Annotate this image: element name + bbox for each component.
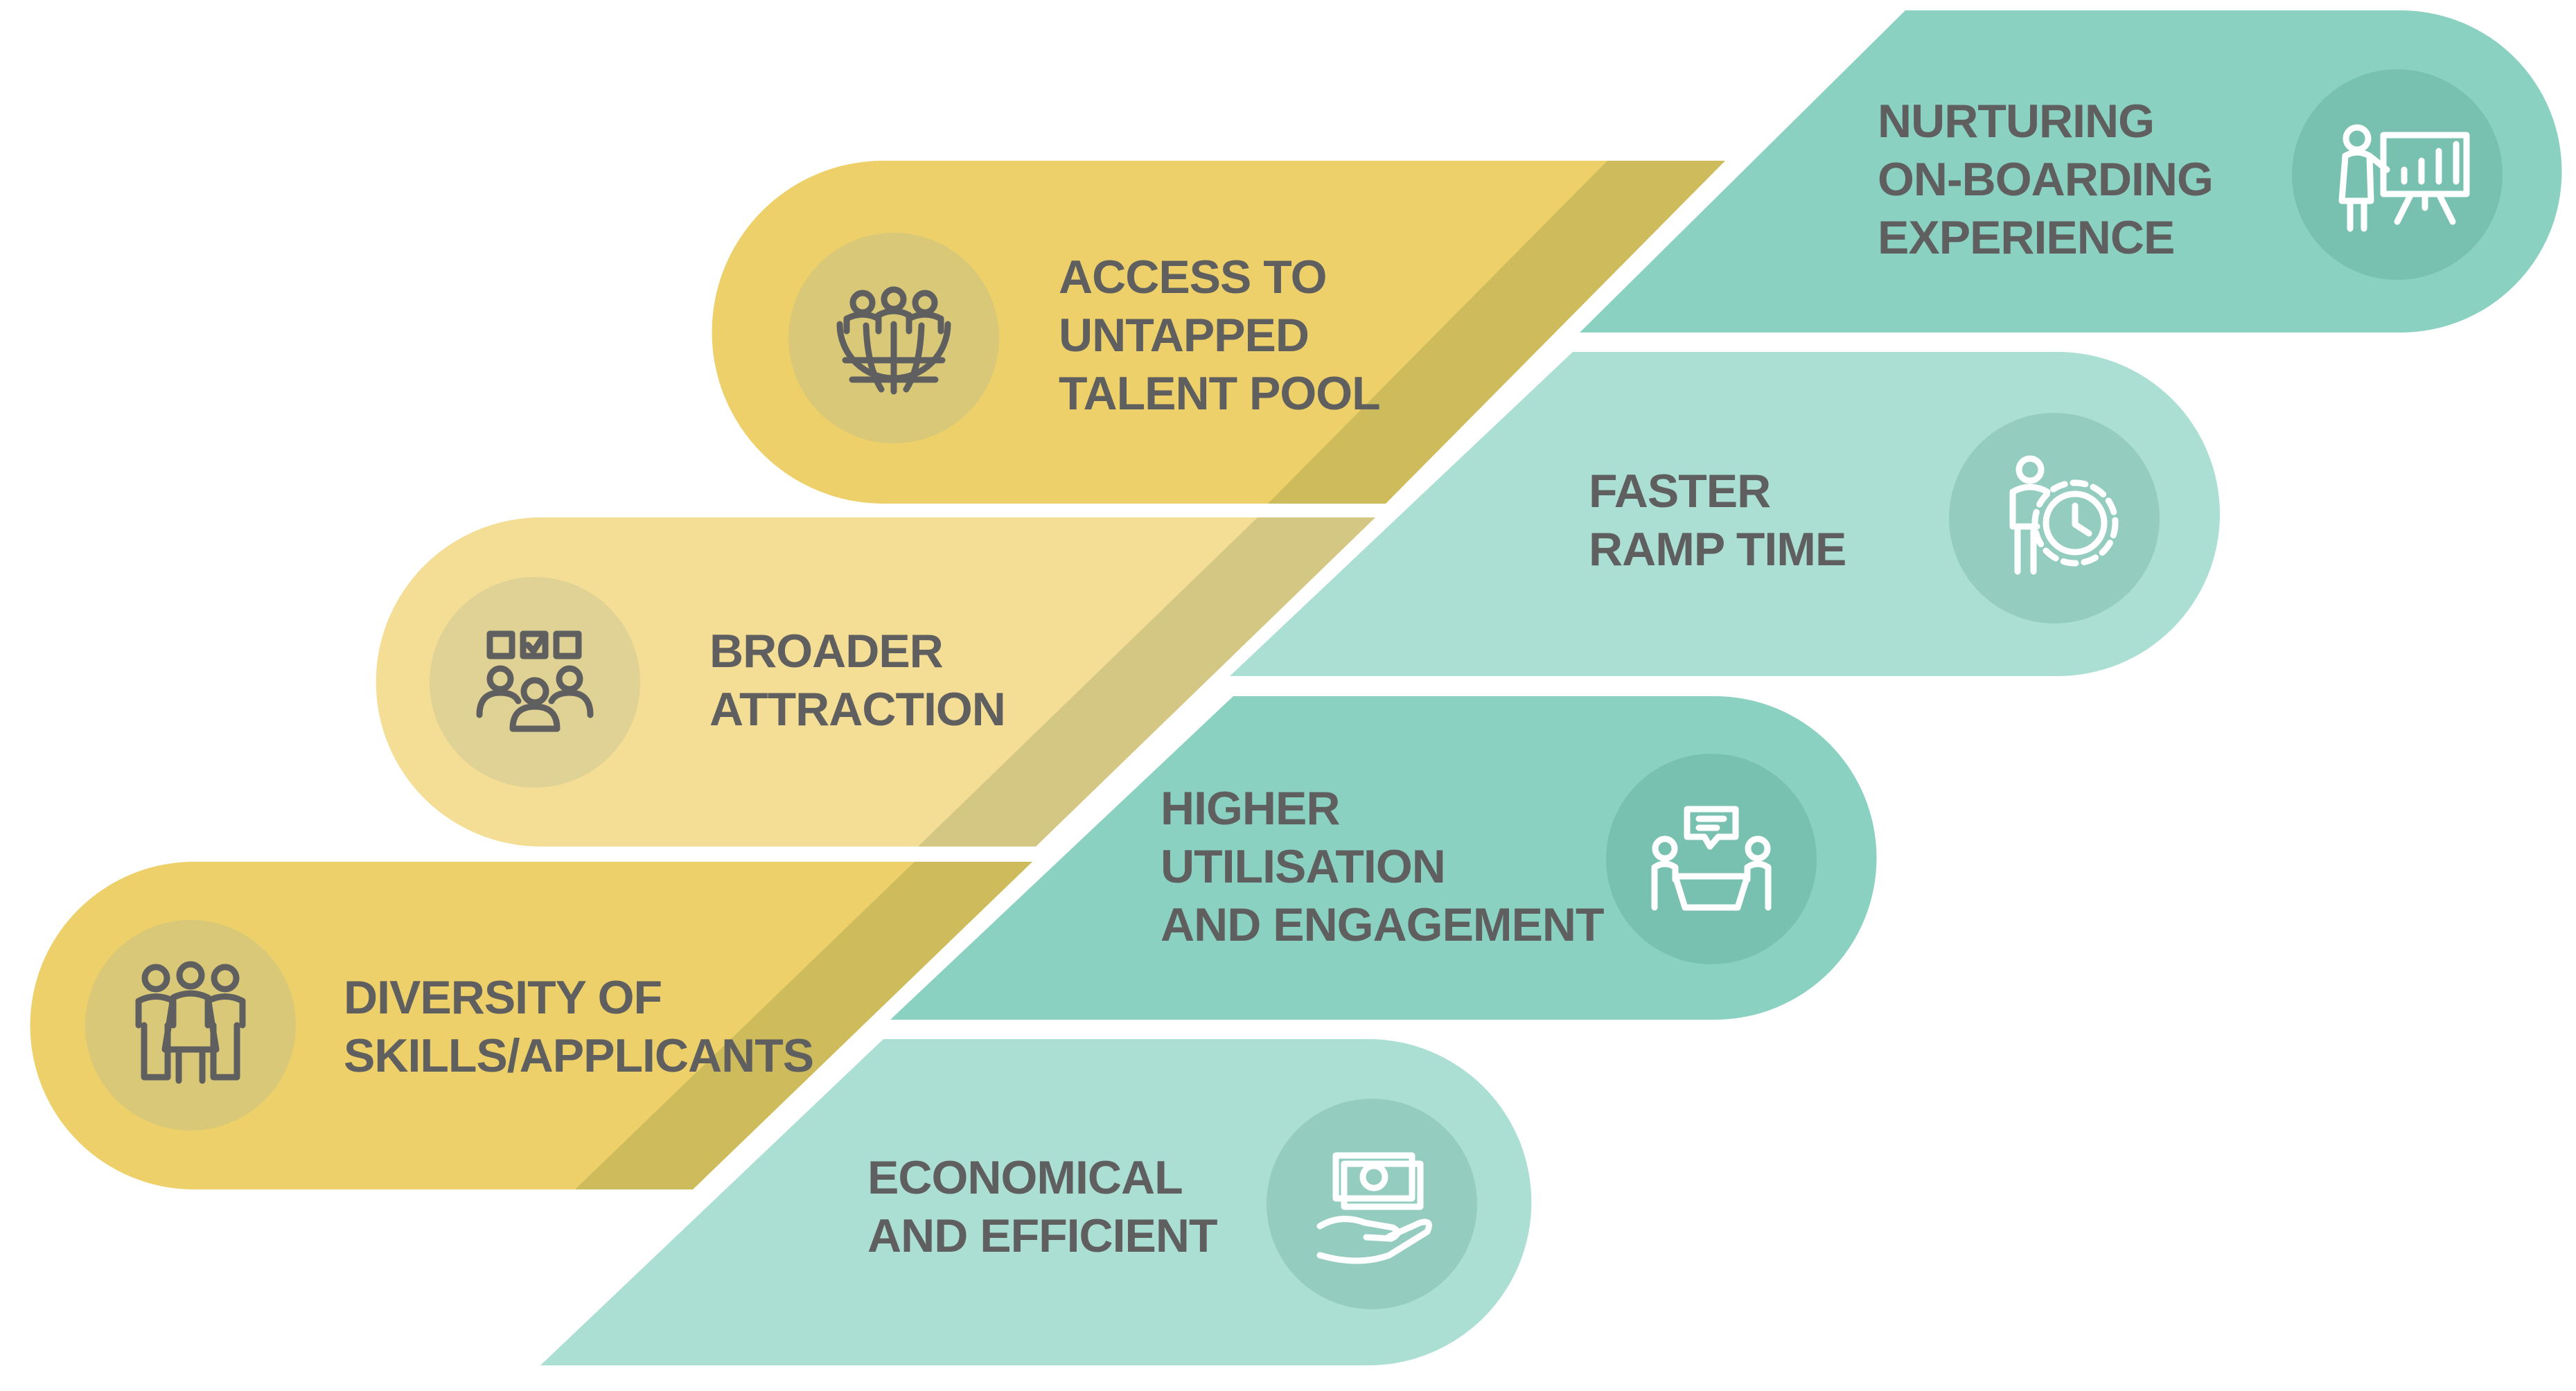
label-line: BROADER <box>709 625 944 677</box>
icon-circle-higher <box>1606 754 1817 964</box>
icon-circle-diversity <box>85 920 296 1131</box>
presentation-board-icon <box>2338 124 2470 232</box>
label-broader-attraction: BROADER ATTRACTION <box>709 622 1006 738</box>
label-economical-efficient: ECONOMICAL AND EFFICIENT <box>867 1149 1218 1265</box>
icon-circle-faster <box>1949 413 2160 623</box>
label-line: UNTAPPED <box>1059 309 1309 362</box>
pill-access-talent-pool <box>712 161 1725 504</box>
person-gear-clock-icon <box>2009 455 2119 575</box>
label-line: ACCESS TO <box>1059 251 1327 303</box>
pill-economical-efficient <box>540 1039 1532 1365</box>
icon-circle-nurturing <box>2292 69 2503 280</box>
label-line: UTILISATION <box>1161 840 1446 893</box>
meeting-chat-icon <box>1651 806 1772 911</box>
label-line: NURTURING <box>1878 95 2155 148</box>
label-line: EXPERIENCE <box>1878 211 2175 264</box>
label-line: AND EFFICIENT <box>867 1210 1218 1262</box>
label-nurturing-onboarding: NURTURING ON-BOARDING EXPERIENCE <box>1878 92 2214 267</box>
hand-money-icon <box>1316 1152 1432 1264</box>
label-line: DIVERSITY OF <box>344 971 662 1024</box>
pill-higher-utilisation <box>890 696 1877 1020</box>
globe-people-icon <box>836 286 951 395</box>
pill-faster-ramp <box>1230 352 2220 676</box>
label-line: RAMP TIME <box>1589 523 1846 576</box>
label-line: AND ENGAGEMENT <box>1161 898 1605 951</box>
label-line: SKILLS/APPLICANTS <box>344 1029 814 1082</box>
group-checkbox-icon <box>476 630 594 732</box>
pill-diversity-skills <box>30 862 1032 1189</box>
label-higher-utilisation: HIGHER UTILISATION AND ENGAGEMENT <box>1161 779 1605 954</box>
label-line: FASTER <box>1589 465 1771 517</box>
pill-nurturing-onboarding <box>1580 10 2562 333</box>
label-line: TALENT POOL <box>1059 367 1381 420</box>
label-line: HIGHER <box>1161 782 1340 835</box>
label-line: ECONOMICAL <box>867 1151 1183 1204</box>
label-faster-ramp: FASTER RAMP TIME <box>1589 462 1846 578</box>
label-line: ON-BOARDING <box>1878 153 2214 206</box>
label-diversity-skills: DIVERSITY OF SKILLS/APPLICANTS <box>344 968 814 1085</box>
label-access-talent-pool: ACCESS TO UNTAPPED TALENT POOL <box>1059 248 1381 423</box>
pill-broader-attraction <box>376 517 1375 847</box>
label-line: ATTRACTION <box>709 683 1006 736</box>
diverse-people-icon <box>135 961 246 1084</box>
